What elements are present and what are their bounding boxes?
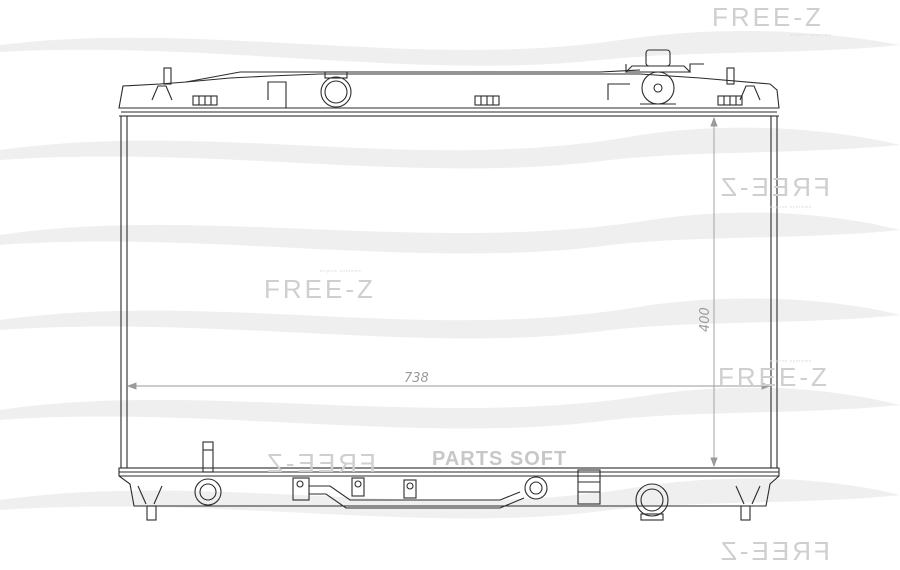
watermark-logo: FREE-Z <box>264 274 376 304</box>
watermark-tagline: engine systems <box>770 358 812 363</box>
watermark-logo: FREE-Z <box>264 448 376 478</box>
watermark-tagline: engine systems <box>770 204 812 209</box>
watermark-logo: FREE-Z <box>712 2 824 32</box>
watermark-tagline: engine systems <box>790 32 832 37</box>
width-dimension-label: 738 <box>404 371 429 386</box>
top-tank <box>118 49 780 117</box>
parts-soft-label: PARTS SOFT <box>432 448 568 470</box>
watermark-tagline: engine systems <box>320 268 362 273</box>
background-swooshes <box>0 30 900 519</box>
radiator-outline <box>118 49 780 521</box>
upper-hose-outlet <box>320 76 352 108</box>
height-dimension-label: 400 <box>698 307 713 332</box>
side-pipe-left <box>194 441 222 506</box>
watermark-logo: FREE-Z <box>718 362 830 392</box>
lower-hose-outlet <box>635 483 669 517</box>
watermark-logo: FREE-Z <box>718 172 830 202</box>
bottom-tank <box>118 441 780 521</box>
radiator-cap <box>624 49 704 105</box>
watermark-logo: FREE-Z <box>718 536 830 566</box>
dimension-lines <box>126 116 772 468</box>
transmission-cooler-lines <box>292 469 601 509</box>
